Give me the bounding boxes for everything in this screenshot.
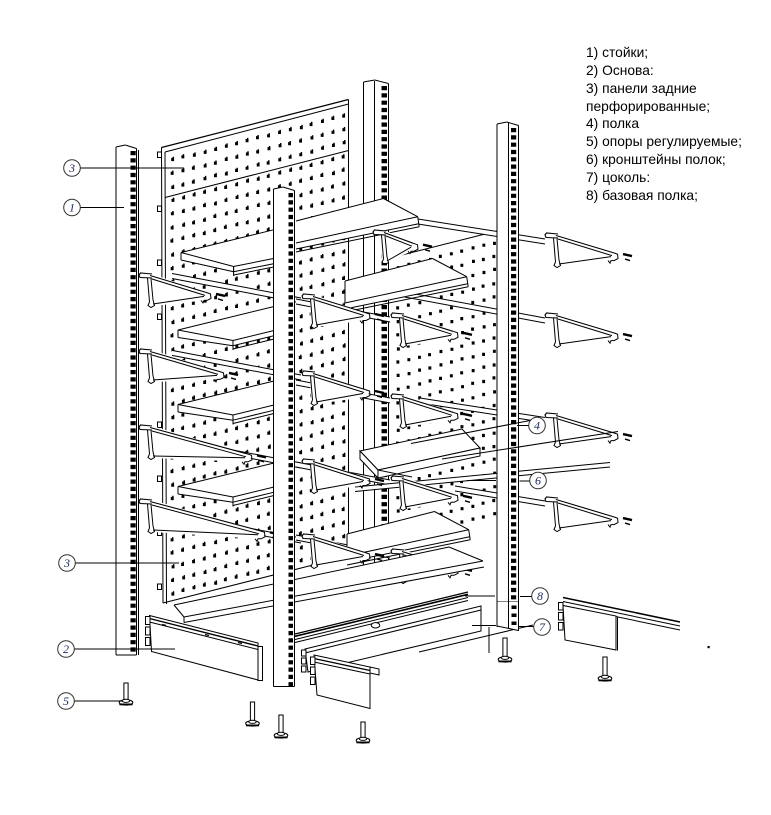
svg-text:4: 4 [534,419,540,433]
svg-text:5: 5 [63,694,69,708]
svg-text:7: 7 [539,620,546,634]
svg-text:6: 6 [535,474,541,488]
svg-text:1: 1 [69,201,75,215]
svg-text:3: 3 [63,556,70,570]
svg-text:3: 3 [68,161,75,175]
svg-text:2: 2 [63,642,69,656]
svg-text:8: 8 [537,589,543,603]
